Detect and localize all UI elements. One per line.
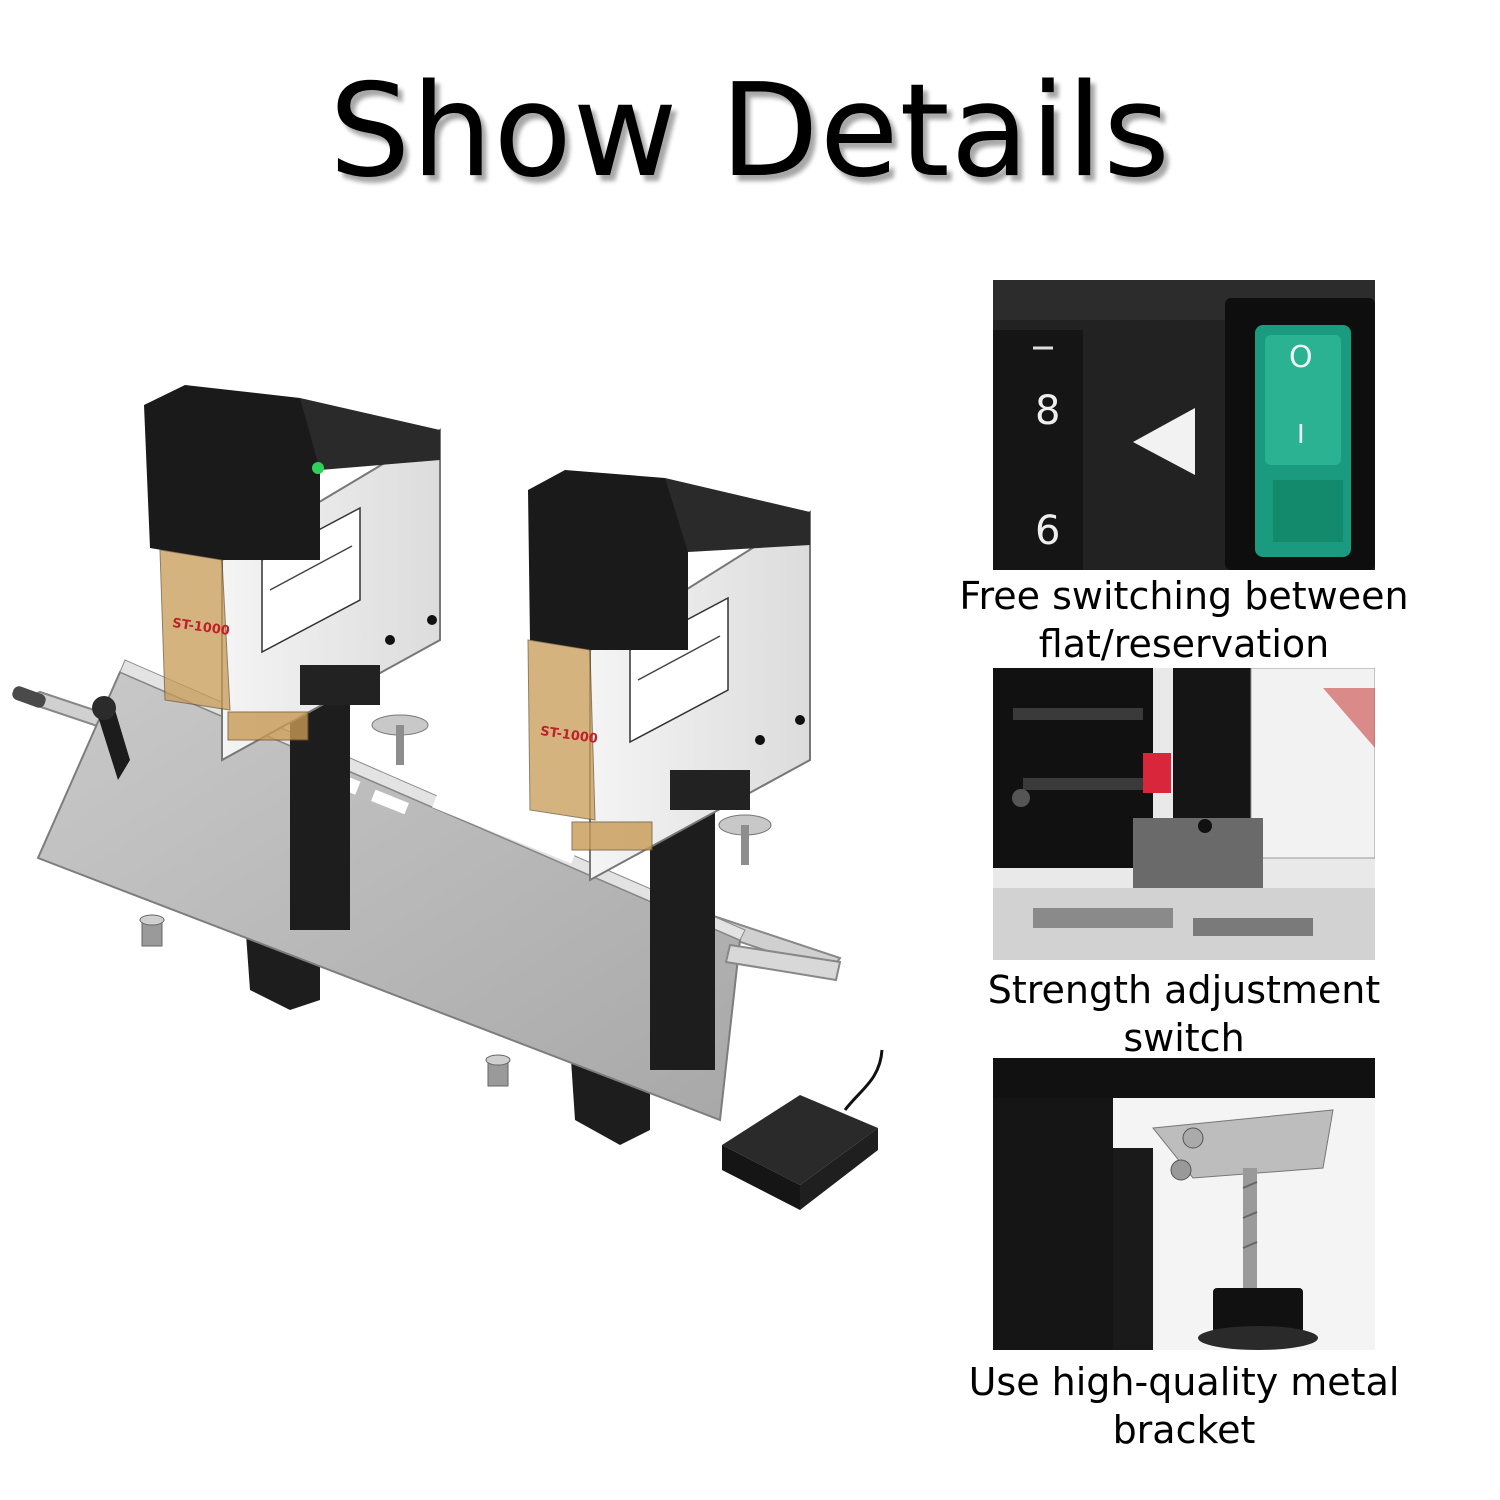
- dial-number-6: 6: [1035, 508, 1061, 554]
- detail-panel-switch: 8 6 O I: [993, 280, 1375, 570]
- rocker-switch-image: [993, 280, 1375, 570]
- metal-bracket-image: [993, 1058, 1375, 1350]
- caption-strength: Strength adjustment switch: [924, 966, 1444, 1062]
- caption-switch-line1: Free switching between: [959, 574, 1409, 618]
- switch-symbol-on: I: [1297, 420, 1305, 450]
- caption-bracket-line2: bracket: [1112, 1408, 1256, 1452]
- stapler-product-image: [12, 385, 884, 1210]
- foot-pedal: [722, 1049, 884, 1210]
- caption-switch-line2: flat/reservation: [1038, 622, 1330, 666]
- switch-symbol-off: O: [1289, 340, 1313, 375]
- detail-panel-strength: [993, 668, 1375, 960]
- caption-strength-line1: Strength adjustment: [987, 968, 1381, 1012]
- right-stapler-head: [527, 470, 811, 1070]
- caption-switch: Free switching between flat/reservation: [924, 572, 1444, 668]
- dial-number-8: 8: [1035, 388, 1061, 434]
- caption-bracket: Use high-quality metal bracket: [924, 1358, 1444, 1454]
- caption-strength-line2: switch: [1123, 1016, 1245, 1060]
- detail-panel-bracket: [993, 1058, 1375, 1350]
- left-stapler-head: [144, 385, 441, 930]
- page-title: Show Details: [329, 57, 1171, 206]
- strength-switch-image: [993, 668, 1375, 960]
- caption-bracket-line1: Use high-quality metal: [968, 1360, 1400, 1404]
